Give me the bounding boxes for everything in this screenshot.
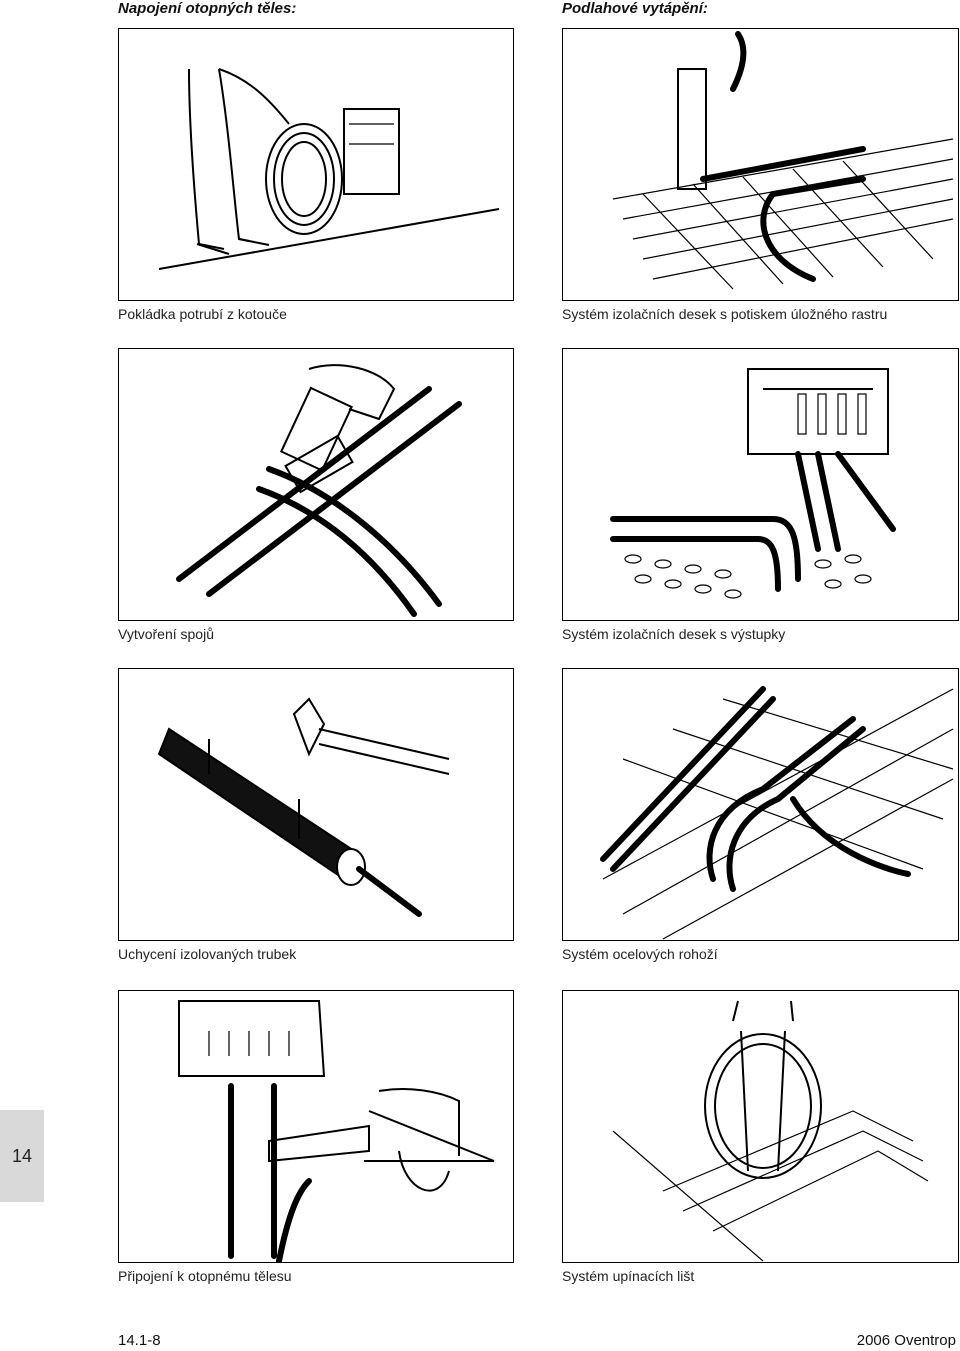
illustration-steel-mesh bbox=[562, 668, 959, 941]
illustration-pipe-coil-laying bbox=[118, 28, 514, 301]
illustration-clip-rail bbox=[562, 990, 959, 1263]
illustration-making-joints bbox=[118, 348, 514, 621]
caption-radiator-connection: Připojení k otopnému tělesu bbox=[118, 1268, 292, 1284]
illustration-radiator-connection bbox=[118, 990, 514, 1263]
caption-printed-grid-panels: Systém izolačních desek s potiskem úložn… bbox=[562, 306, 888, 322]
illustration-insulated-pipe-fixing bbox=[118, 668, 514, 941]
illustration-studded-panels bbox=[562, 348, 959, 621]
caption-studded-panels: Systém izolačních desek s výstupky bbox=[562, 626, 786, 642]
caption-steel-mesh: Systém ocelových rohoží bbox=[562, 946, 718, 962]
caption-pipe-coil-laying: Pokládka potrubí z kotouče bbox=[118, 306, 287, 322]
heading-radiator-connection: Napojení otopných těles: bbox=[118, 0, 297, 17]
heading-floor-heating: Podlahové vytápění: bbox=[562, 0, 708, 17]
page-number: 14.1-8 bbox=[118, 1332, 161, 1349]
caption-clip-rail: Systém upínacích lišt bbox=[562, 1268, 695, 1284]
footer-copyright: 2006 Oventrop bbox=[856, 1332, 956, 1349]
caption-making-joints: Vytvoření spojů bbox=[118, 626, 214, 642]
section-tab: 14 bbox=[0, 1110, 44, 1202]
illustration-printed-grid-panels bbox=[562, 28, 959, 301]
caption-insulated-pipe-fixing: Uchycení izolovaných trubek bbox=[118, 946, 297, 962]
